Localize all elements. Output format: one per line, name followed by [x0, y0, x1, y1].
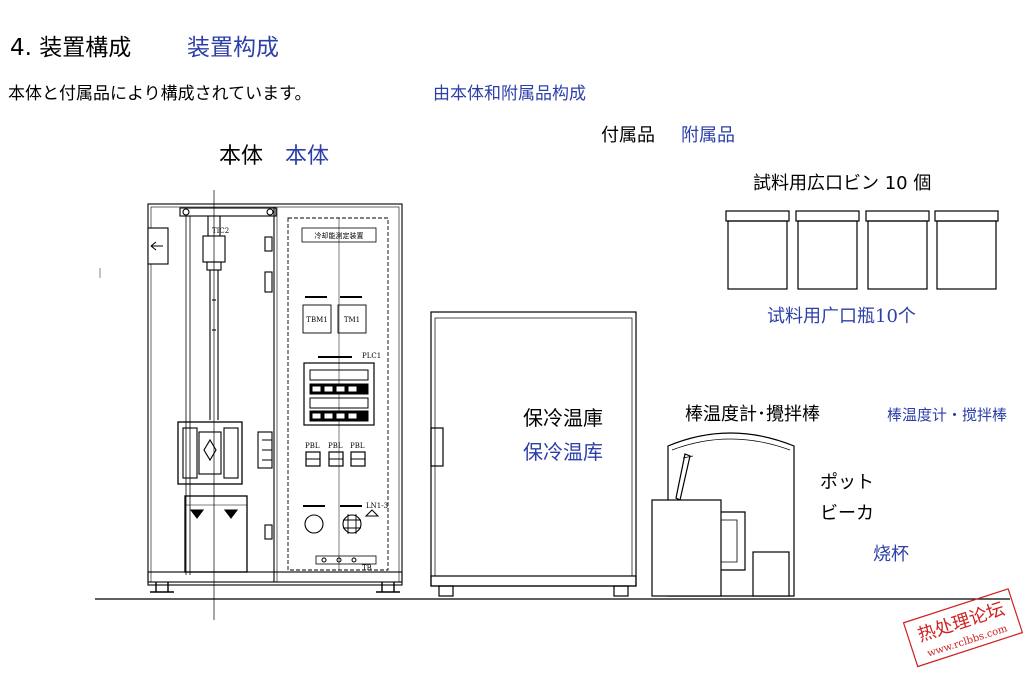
label-pbl-2: PBL [328, 442, 343, 450]
cold-storage-label-ja: 保冷温庫 [523, 406, 603, 430]
bottles-label-ja: 試料用広口ビン 10 個 [753, 173, 932, 194]
cold-storage-cabinet [430, 311, 637, 597]
sample-bottles [725, 210, 999, 290]
section-number: 4. [10, 35, 32, 61]
section-heading: 4. 装置構成 [10, 28, 131, 62]
watermark-stamp: 热处理论坛 www.rclbbs.com [902, 588, 1024, 668]
main-unit-label-ja: 本体 [219, 144, 264, 169]
intro-text-ja: 本体と付属品により構成されています。 [8, 84, 312, 104]
label-ln1: LN1-3 [366, 502, 388, 510]
rod-label-ja: 棒温度計･攪拌棒 [685, 404, 820, 425]
label-tm1: TM1 [344, 316, 360, 324]
beaker-label-ja: ビーカ [820, 503, 874, 524]
beaker-label-cn: 烧杯 [873, 544, 909, 565]
accessories-label-ja: 付属品 [601, 125, 655, 146]
pot-drawing [651, 432, 795, 597]
label-plc1: PLC1 [362, 352, 381, 360]
accessories-label-cn: 附属品 [681, 125, 735, 146]
label-tic2: TIC2 [212, 227, 229, 235]
main-unit-drawing [147, 190, 403, 620]
cold-storage-label-cn: 保冷温库 [523, 440, 603, 464]
rod-label-cn: 棒温度计・搅拌棒 [887, 406, 1008, 424]
pot-label-ja: ポット [820, 472, 874, 493]
section-title-ja: 装置構成 [39, 35, 132, 61]
section-title-cn: 装置构成 [187, 35, 279, 61]
label-tbm1: TBM1 [306, 316, 327, 324]
main-unit-label-cn: 本体 [285, 144, 330, 169]
intro-text-cn: 由本体和附属品构成 [433, 84, 586, 104]
label-pbl-1: PBL [305, 442, 320, 450]
bottles-label-cn: 试料用广口瓶10个 [767, 306, 916, 327]
label-tb: TB [362, 564, 372, 572]
control-panel: 冷却能測定装置 TBM1 TM1 PLC1 PBL PBL PBL LN1 [212, 217, 389, 572]
label-pbl-3: PBL [350, 442, 365, 450]
